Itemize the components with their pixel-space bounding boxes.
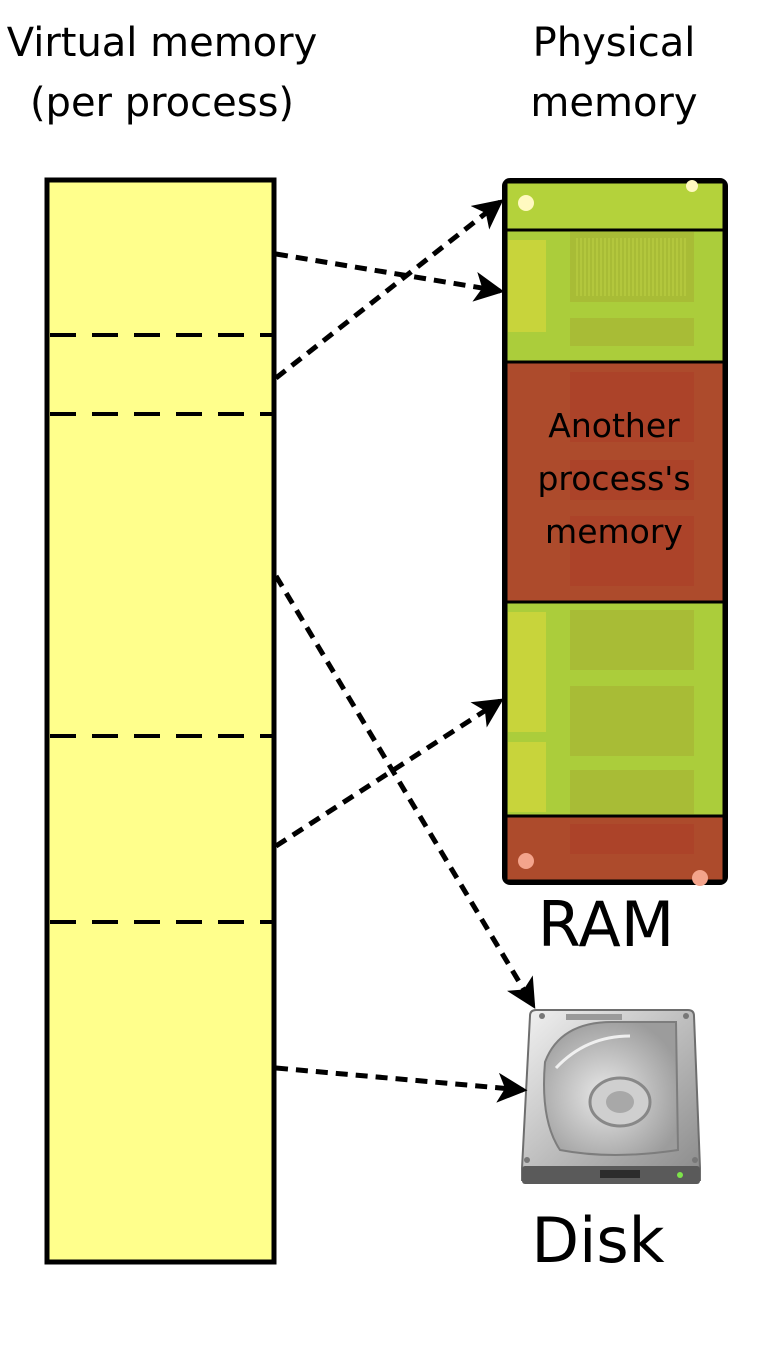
mapping-arrow [275, 1065, 528, 1103]
other-process-page [504, 360, 726, 604]
physical-page-2 [504, 228, 726, 364]
other-process-page-bottom [504, 814, 726, 883]
virtual-memory-column [44, 177, 277, 1265]
page-mapping-arrows [273, 199, 536, 1103]
other-process-label-line3: memory [545, 512, 683, 551]
virtual-memory-subtitle: (per process) [30, 80, 294, 126]
mapping-arrow [273, 574, 536, 1009]
virtual-memory-title: Virtual memory [7, 20, 318, 66]
disk-label: Disk [531, 1204, 664, 1277]
other-process-label-line2: process's [537, 459, 690, 498]
mapping-arrow [274, 199, 504, 380]
virtual-memory-block [44, 177, 277, 1265]
mapping-arrow [275, 251, 505, 302]
physical-page-3 [504, 600, 726, 818]
ram-label: RAM [538, 888, 674, 961]
ram-module-icon [502, 178, 728, 886]
mapping-arrow [274, 698, 504, 849]
other-process-label-line1: Another [548, 406, 680, 445]
physical-memory-title: Physical [533, 20, 696, 66]
hard-disk-icon [521, 1009, 701, 1184]
physical-memory-subtitle: memory [530, 80, 697, 126]
